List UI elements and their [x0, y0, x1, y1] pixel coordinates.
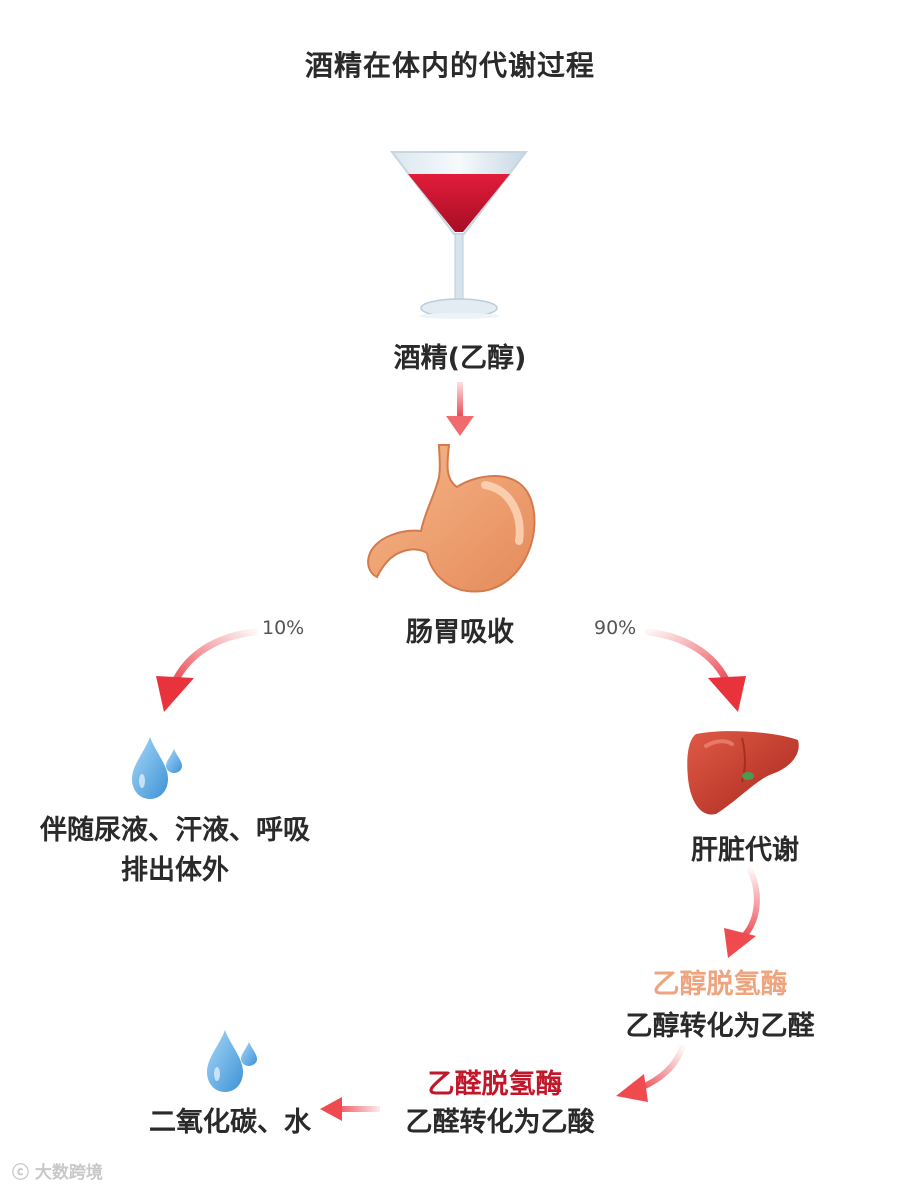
cocktail-glass-icon: [390, 150, 530, 322]
liver-icon: [686, 728, 802, 818]
stomach-icon: [365, 445, 545, 595]
aldh-step-label: 乙醛转化为乙酸: [380, 1100, 620, 1139]
diagram-title: 酒精在体内的代谢过程: [0, 44, 900, 84]
final-products-label: 二氧化碳、水: [130, 1100, 330, 1139]
watermark: ⓒ 大数跨境: [12, 1158, 103, 1183]
percentage-liver: 90%: [594, 617, 636, 639]
arrow-adh-to-aldh: [610, 1044, 700, 1108]
arrow-stomach-to-excretion: [150, 620, 270, 720]
water-drops-icon: [130, 735, 186, 801]
excretion-label-line2: 排出体外: [20, 848, 330, 887]
liver-label: 肝脏代谢: [640, 828, 850, 867]
water-drops-icon: [205, 1028, 261, 1094]
arrow-alcohol-to-stomach: [440, 378, 480, 440]
watermark-text: 大数跨境: [35, 1163, 103, 1183]
enzyme-adh-label: 乙醇脱氢酶: [620, 962, 820, 1001]
adh-step-label: 乙醇转化为乙醛: [600, 1004, 840, 1043]
watermark-logo-icon: ⓒ: [12, 1163, 29, 1183]
alcohol-label: 酒精(乙醇): [350, 336, 570, 375]
arrow-liver-to-adh: [720, 866, 780, 962]
excretion-label-line1: 伴随尿液、汗液、呼吸: [20, 808, 330, 847]
enzyme-aldh-label: 乙醛脱氢酶: [395, 1062, 595, 1101]
stomach-label: 肠胃吸收: [350, 610, 570, 649]
arrow-stomach-to-liver: [640, 620, 760, 720]
